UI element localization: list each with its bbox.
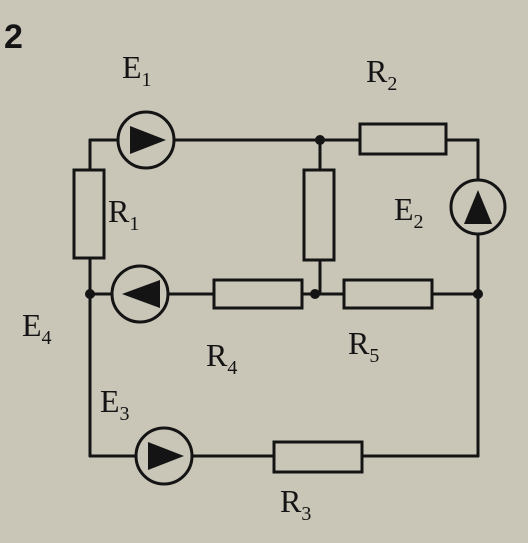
voltage-source-E1	[116, 110, 176, 170]
label-R1: R1	[108, 193, 139, 235]
label-R3: R3	[280, 483, 311, 525]
node-dot	[85, 289, 95, 299]
node-dot	[473, 289, 483, 299]
resistor-R6	[302, 168, 336, 262]
label-E2: E2	[394, 191, 424, 233]
arrow-right-icon	[130, 126, 166, 154]
resistor-R4	[212, 278, 304, 310]
resistor-R3	[272, 440, 364, 474]
arrow-right-icon	[148, 442, 184, 470]
label-E1: E1	[122, 49, 152, 91]
voltage-source-E2	[449, 178, 507, 236]
figure-number: 2	[4, 18, 23, 56]
label-R4: R4	[206, 337, 237, 379]
arrow-up-icon	[464, 190, 492, 224]
node-dot	[310, 289, 320, 299]
label-R5: R5	[348, 325, 379, 367]
resistor-R2	[358, 122, 448, 156]
voltage-source-E3	[134, 426, 194, 486]
voltage-source-E4	[110, 264, 170, 324]
label-E4: E4	[22, 307, 52, 349]
label-E3: E3	[100, 383, 130, 425]
arrow-left-icon	[122, 280, 160, 308]
resistor-R1	[72, 168, 106, 260]
label-R2: R2	[366, 53, 397, 95]
node-dot	[315, 135, 325, 145]
resistor-R5	[342, 278, 434, 310]
